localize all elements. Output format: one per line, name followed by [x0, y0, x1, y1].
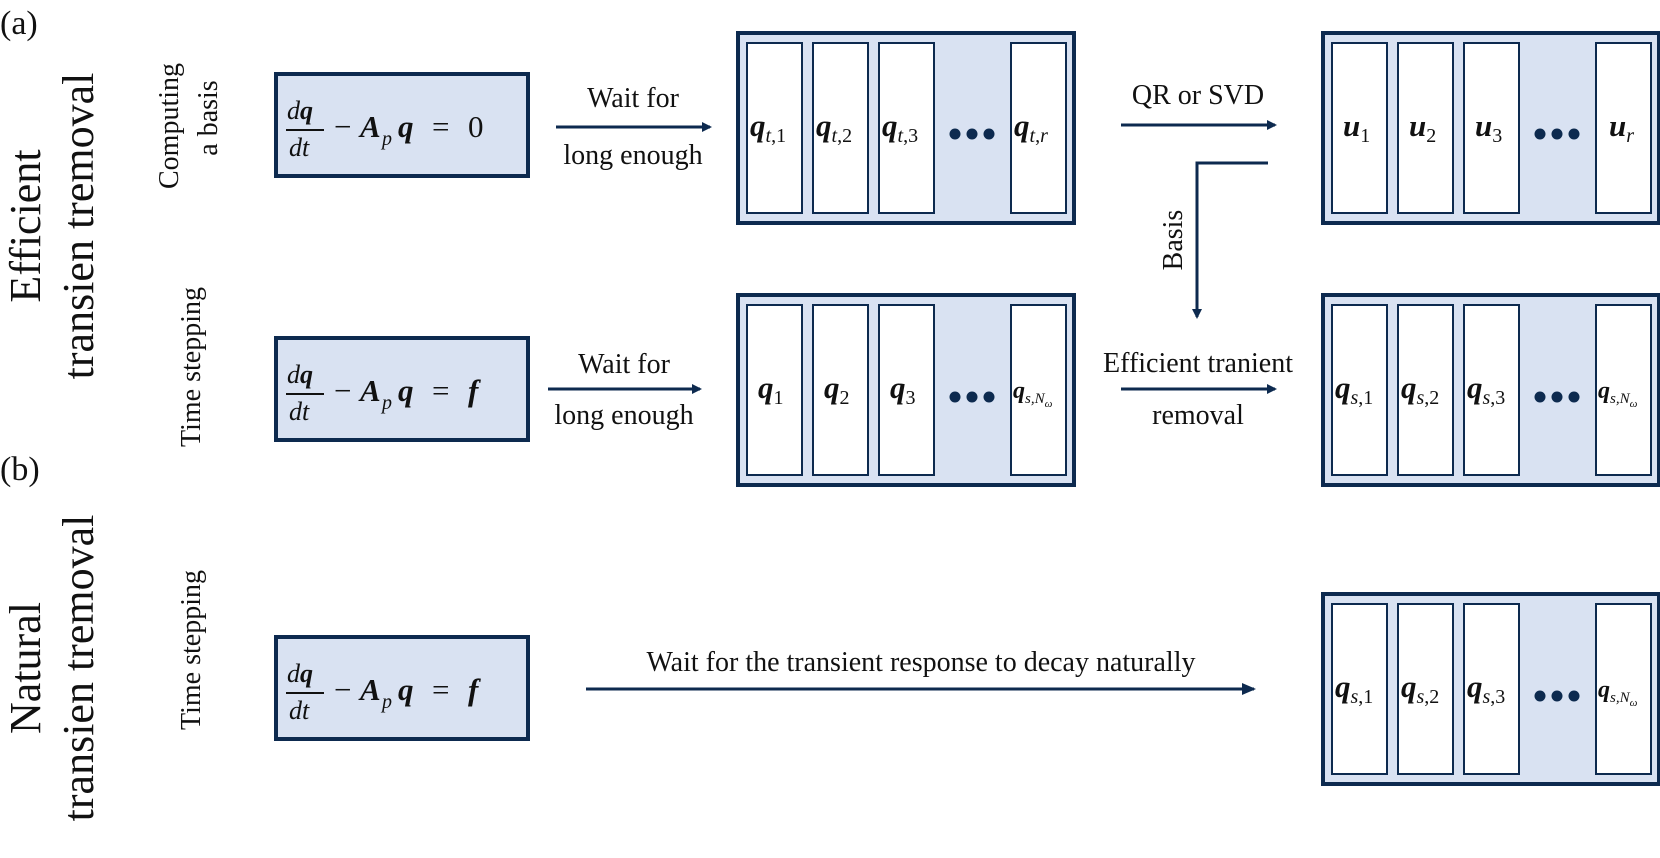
- row-label-a-basis: a basis: [193, 80, 224, 155]
- svg-text:q: q: [398, 373, 414, 408]
- ellipsis-icon: [1534, 391, 1580, 403]
- svg-text:dt: dt: [289, 696, 310, 725]
- matrix-steady-state-a: qs,1 qs,2 qs,3 qs,Nω: [1321, 293, 1660, 487]
- arrow-basis: [1192, 161, 1268, 319]
- arrow-label-wait-for-1: Wait for: [587, 83, 679, 114]
- svg-text:=: =: [432, 672, 449, 707]
- svg-text:dq: dq: [287, 96, 313, 125]
- svg-text:=: =: [432, 109, 449, 144]
- svg-text:−: −: [334, 672, 351, 707]
- equation-rhs: 0: [468, 109, 484, 144]
- panel-label-a: (a): [0, 5, 38, 42]
- ellipsis-icon: [1534, 690, 1580, 702]
- svg-text:dq: dq: [287, 360, 313, 389]
- ellipsis-icon: [1534, 128, 1580, 140]
- ellipsis-icon: [949, 128, 995, 140]
- side-title-a-line2: transien tremoval: [54, 73, 103, 380]
- side-title-b-line2: transien tremoval: [54, 515, 103, 822]
- svg-text:dt: dt: [289, 133, 310, 162]
- arrow-label-long-enough-1: long enough: [563, 140, 702, 171]
- side-title-a-line1: Efficient: [1, 149, 50, 302]
- svg-text:p: p: [380, 392, 392, 414]
- equation-box-forced-a: dq dt − A p q = f: [274, 336, 530, 442]
- svg-text:dt: dt: [289, 397, 310, 426]
- arrow-label-qr-svd: QR or SVD: [1132, 80, 1264, 111]
- svg-text:p: p: [380, 128, 392, 150]
- matrix-transient-snapshots: qt,1 qt,2 qt,3 qt,r: [736, 31, 1076, 225]
- equation-box-homogeneous: dq dt − A p q = 0: [274, 72, 530, 178]
- svg-text:dq: dq: [287, 659, 313, 688]
- equation-forced-a: dq dt − A p q = f: [286, 360, 481, 426]
- equation-forced-b: dq dt − A p q = f: [286, 659, 481, 725]
- svg-text:A: A: [358, 672, 381, 707]
- svg-text:q: q: [398, 109, 414, 144]
- equation-homogeneous: dq dt − A p q = 0: [286, 96, 484, 162]
- svg-text:f: f: [468, 672, 481, 707]
- svg-text:q: q: [398, 672, 414, 707]
- arrow-label-natural-decay: Wait for the transient response to decay…: [647, 647, 1196, 678]
- arrow-label-efficient-tranient: Efficient tranient: [1103, 348, 1293, 379]
- svg-text:p: p: [380, 691, 392, 713]
- svg-text:f: f: [468, 373, 481, 408]
- svg-text:=: =: [432, 373, 449, 408]
- arrow-label-removal: removal: [1152, 400, 1244, 431]
- arrow-label-basis: Basis: [1158, 210, 1189, 271]
- svg-text:A: A: [358, 109, 381, 144]
- matrix-basis-u: u1 u2 u3 ur: [1321, 31, 1660, 225]
- panel-label-b: (b): [0, 451, 40, 488]
- svg-text:−: −: [334, 373, 351, 408]
- svg-text:−: −: [334, 109, 351, 144]
- row-label-computing: Computing: [154, 63, 185, 189]
- row-label-time-stepping-2: Time stepping: [176, 570, 207, 730]
- matrix-steady-state-b: qs,1 qs,2 qs,3 qs,Nω: [1321, 592, 1660, 786]
- ellipsis-icon: [949, 391, 995, 403]
- svg-text:A: A: [358, 373, 381, 408]
- row-label-time-stepping-1: Time stepping: [176, 287, 207, 447]
- side-title-b-line1: Natural: [1, 602, 50, 734]
- equation-box-forced-b: dq dt − A p q = f: [274, 635, 530, 741]
- matrix-snapshots-q: q1 q2 q3 qs,Nω: [736, 293, 1076, 487]
- arrow-label-wait-for-2: Wait for: [578, 349, 670, 380]
- arrow-label-long-enough-2: long enough: [554, 400, 693, 431]
